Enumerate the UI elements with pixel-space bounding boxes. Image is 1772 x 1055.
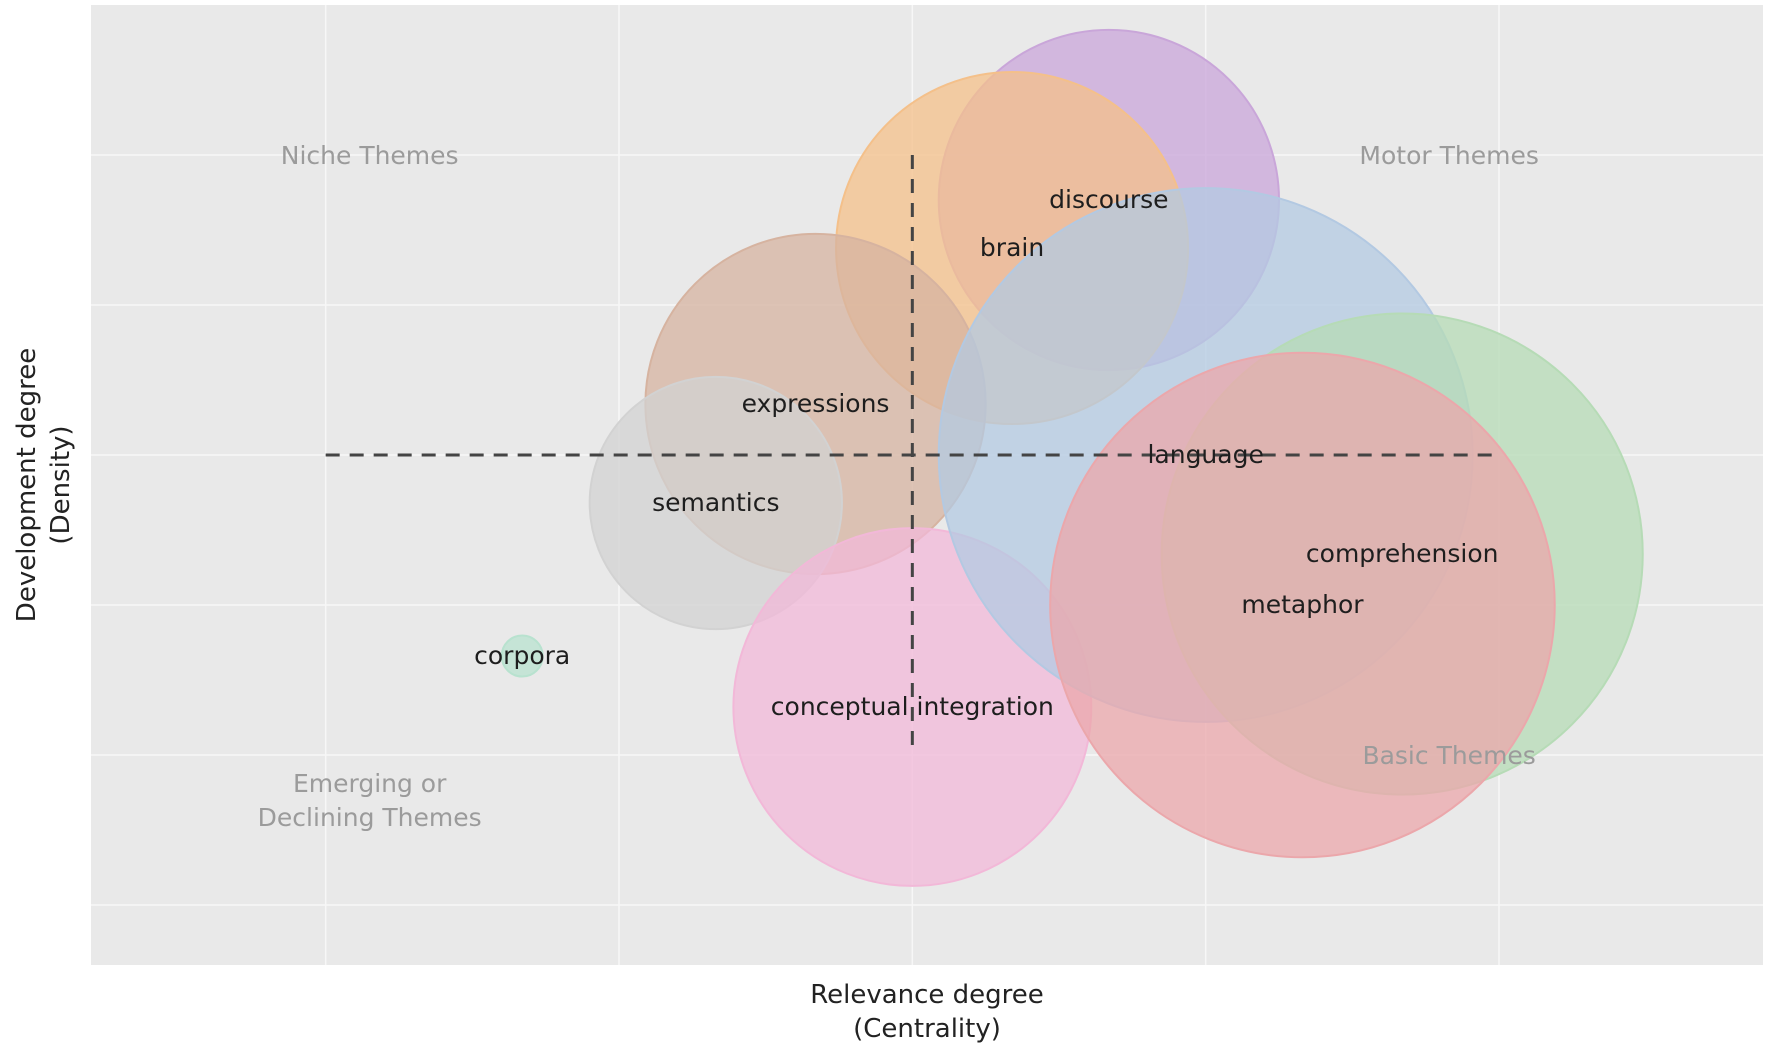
bubble-label-expressions: expressions xyxy=(742,389,890,418)
bubble-label-comprehension: comprehension xyxy=(1306,539,1499,568)
bubble-corpora xyxy=(500,634,544,678)
axis-titles: Relevance degree (Centrality) Development … xyxy=(12,348,1044,1044)
bubble-label-brain: brain xyxy=(980,233,1044,262)
y-axis-title: (Density) xyxy=(46,425,76,544)
reference-lines xyxy=(325,155,1499,755)
quadrant-label-bottom-left: Emerging or xyxy=(293,769,447,798)
quadrant-label-top-right: Motor Themes xyxy=(1359,141,1538,170)
bubble-label-conceptual-integration: conceptual integration xyxy=(771,692,1054,721)
x-axis-title: Relevance degree xyxy=(810,980,1044,1010)
bubble-label-semantics: semantics xyxy=(652,488,779,517)
bubble-label-metaphor: metaphor xyxy=(1241,590,1364,619)
bubble-label-corpora: corpora xyxy=(474,641,570,670)
quadrant-label-top-left: Niche Themes xyxy=(281,141,459,170)
quadrant-label-bottom-left: Declining Themes xyxy=(258,803,482,832)
bubble-label-discourse: discourse xyxy=(1049,185,1168,214)
y-axis-title: Development degree xyxy=(12,348,42,622)
bubble-semantics xyxy=(588,375,843,631)
quadrant-label-bottom-right: Basic Themes xyxy=(1362,741,1535,770)
bubble-metaphor xyxy=(1049,351,1556,859)
bubble-label-language: language xyxy=(1147,440,1263,469)
bubbles xyxy=(500,28,1644,887)
x-axis-title: (Centrality) xyxy=(853,1014,1001,1044)
